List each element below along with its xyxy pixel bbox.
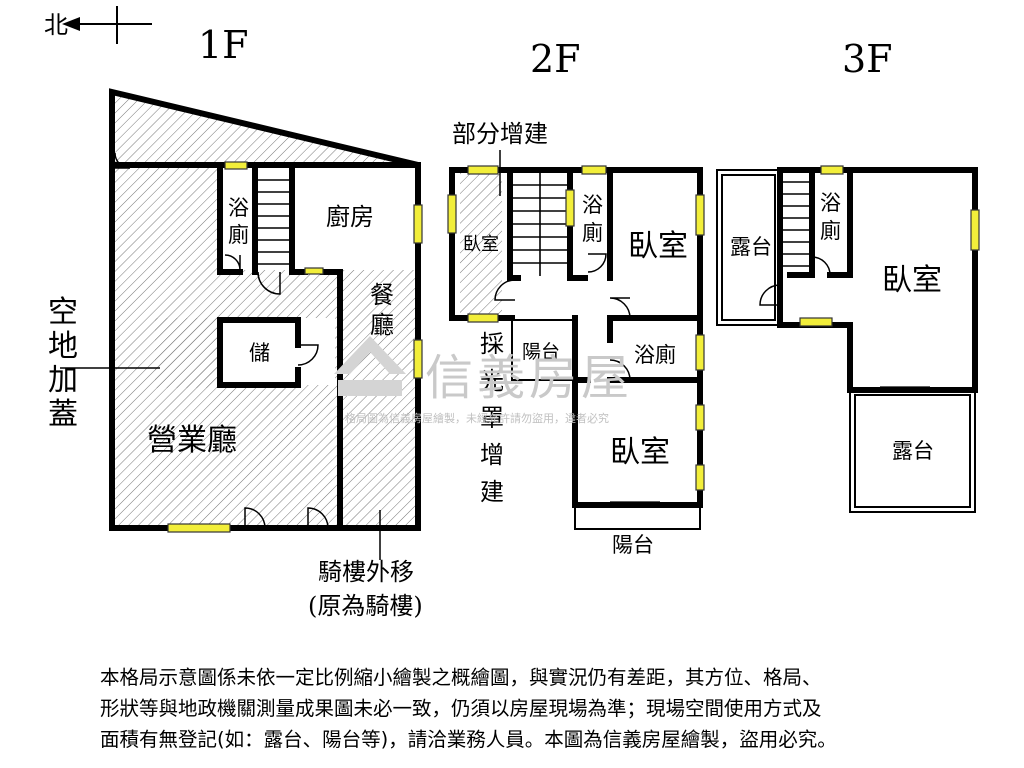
f3-terrace-w-label: 露台 <box>730 235 772 259</box>
floor-1f: 浴 廁 廚房 餐 廳 儲 營業廳 <box>109 88 423 533</box>
f1-dining-label-2: 廳 <box>370 311 394 339</box>
f2-partial-addition-label: 部分增建 <box>452 120 548 148</box>
svg-text:騎樓外移: 騎樓外移 <box>318 558 414 586</box>
f2-bedroom-ne-label: 臥室 <box>628 229 688 264</box>
north-arrow: 北 <box>44 6 152 44</box>
disclaimer-text: 本格局示意圖係未依一定比例縮小繪製之概繪圖，與實況仍有差距，其方位、格局、 形狀… <box>100 662 1000 755</box>
svg-text:建: 建 <box>480 478 504 506</box>
f1-bath-label-1: 浴 <box>228 196 249 220</box>
svg-text:蓋: 蓋 <box>48 397 78 432</box>
f2-bath-label-1: 浴 <box>582 193 603 217</box>
floor-label-2f: 2F <box>530 37 581 81</box>
f3-terrace-s-label: 露台 <box>892 439 934 463</box>
floor-label-1f: 1F <box>198 23 249 67</box>
f1-vacant-land-annotation: 空 地 加 蓋 <box>48 295 160 432</box>
f3-bath-label-2: 廁 <box>820 219 841 243</box>
f1-bath-label-2: 廁 <box>228 223 249 247</box>
floor-3f: 露台 浴 廁 臥室 露台 <box>716 165 980 513</box>
svg-text:罩: 罩 <box>480 404 504 432</box>
svg-text:增: 增 <box>480 441 504 469</box>
f1-arcade-annotation: 騎樓外移 (原為騎樓) <box>308 510 423 620</box>
floor-2f: 部分增建 臥室 浴 廁 臥室 陽台 浴廁 臥室 陽台 採 光 罩 增 建 <box>447 120 705 557</box>
f1-dining-label-1: 餐 <box>370 281 394 309</box>
f1-business-hall-label: 營業廳 <box>147 423 237 458</box>
f2-balcony-s-label: 陽台 <box>612 533 654 557</box>
svg-text:加: 加 <box>48 363 78 398</box>
disclaimer-line: 面積有無登記(如：露台、陽台等)，請洽業務人員。本圖為信義房屋繪製，盜用必究。 <box>100 728 837 751</box>
f2-bath-label-2: 廁 <box>582 221 603 245</box>
f2-bath2-label: 浴廁 <box>634 343 676 367</box>
svg-text:光: 光 <box>480 367 504 395</box>
svg-text:地: 地 <box>48 329 78 364</box>
f2-bedroom-small-label: 臥室 <box>463 234 499 255</box>
f2-balcony-mid-label: 陽台 <box>522 341 560 363</box>
north-label: 北 <box>44 11 68 39</box>
f3-bedroom-label: 臥室 <box>882 263 942 298</box>
svg-text:採: 採 <box>480 330 504 358</box>
f1-storage-label: 儲 <box>249 341 270 365</box>
disclaimer-line: 本格局示意圖係未依一定比例縮小繪製之概繪圖，與實況仍有差距，其方位、格局、 <box>100 666 822 689</box>
svg-text:(原為騎樓): (原為騎樓) <box>308 592 423 620</box>
svg-text:空: 空 <box>48 295 78 330</box>
floor-label-3f: 3F <box>842 37 893 81</box>
f2-bedroom-s-label: 臥室 <box>610 435 670 470</box>
f1-kitchen-label: 廚房 <box>326 203 374 231</box>
disclaimer-line: 形狀等與地政機關測量成果圖未必一致，仍須以房屋現場為準；現場空間使用方式及 <box>100 697 822 720</box>
f3-bath-label-1: 浴 <box>820 191 841 215</box>
f2-skylight-label: 採 光 罩 增 建 <box>480 330 504 506</box>
